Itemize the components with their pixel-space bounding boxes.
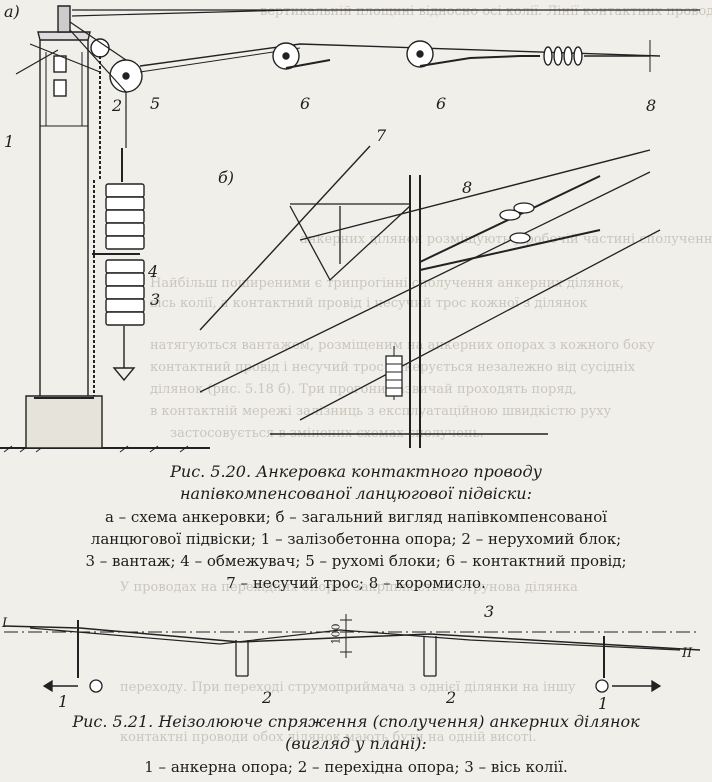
panel-b-label: б) [218,168,235,187]
callout-6: 6 [300,94,311,113]
support-callout-2: 2 [262,688,273,707]
bleed-through-line: переходу. При переході струмоприймача з … [120,680,576,695]
weight-stack [92,148,145,396]
callout-2: 2 [112,96,123,115]
bleed-through-line: У проводах на перехідних опорах закріплю… [120,580,578,595]
callout-6: 6 [436,94,447,113]
figure-5-20-legend-line: ланцюгової підвіски; 1 – залізобетонна о… [90,530,622,548]
support-callout-2: 2 [446,688,457,707]
figure-5-20-subtitle: напівкомпенсованої ланцюгової підвіски: [180,484,532,503]
bleed-through-line: анкерних ділянок розміщують у робочій ча… [300,232,712,247]
callout-5: 5 [150,94,161,113]
dimension-label: 100 [329,623,343,645]
bleed-through-line: Найбільш поширеними є трипрогінні сполуч… [150,276,625,291]
support-callout-1: 1 [598,694,609,713]
callout-1: 1 [4,132,15,151]
support-callout-1: 1 [58,692,69,711]
figure-5-20-legend-line: а – схема анкеровки; б – загальний вигля… [104,508,608,526]
panel-a-label: а) [4,2,20,21]
bleed-through-line: вісь колії, а контактний провід і несучи… [150,296,588,311]
callout-7: 7 [376,126,387,145]
callout-8: 8 [646,96,657,115]
line-II-label: II [682,646,693,661]
callout-8: 8 [462,178,473,197]
figure-5-21-legend: 1 – анкерна опора; 2 – перехідна опора; … [144,758,568,776]
bleed-through-line: натягуються вантажем, розміщеним на анке… [150,338,655,353]
concrete-pole [15,5,103,449]
bleed-through-line: в контактній мережі залізниць з експлуат… [150,404,612,419]
bleed-through-line: контактні проводи обох ділянок мають бут… [120,730,537,745]
insulator-string [520,40,651,72]
figure-5-21-subtitle: (вигляд у плані): [285,734,427,753]
contact-wire-blocks [272,40,521,70]
bleed-through-line: ділянок (рис. 5.18 б). Три прогони зазви… [150,382,577,397]
bleed-through-line: вертикальній площині відносно осі колії.… [260,4,712,19]
callout-4: 4 [148,262,159,281]
track-axis-callout: 3 [484,602,495,621]
callout-3: 3 [150,290,161,309]
figure-5-21-drawing [3,614,701,693]
figure-5-20-legend-line: 3 – вантаж; 4 – обмежувач; 5 – рухомі бл… [85,552,627,570]
moving-block [69,21,143,148]
figure-5-21-title: Рис. 5.21. Неізолююче спряження (сполуче… [72,712,640,731]
figure-5-20-legend-line: 7 – несучий трос; 8 – коромисло. [226,574,486,592]
fixed-block [90,38,110,180]
general-view-b [199,145,661,448]
line-I-label: I [2,616,8,631]
figure-5-20-title: Рис. 5.20. Анкеровка контактного проводу [170,462,542,481]
